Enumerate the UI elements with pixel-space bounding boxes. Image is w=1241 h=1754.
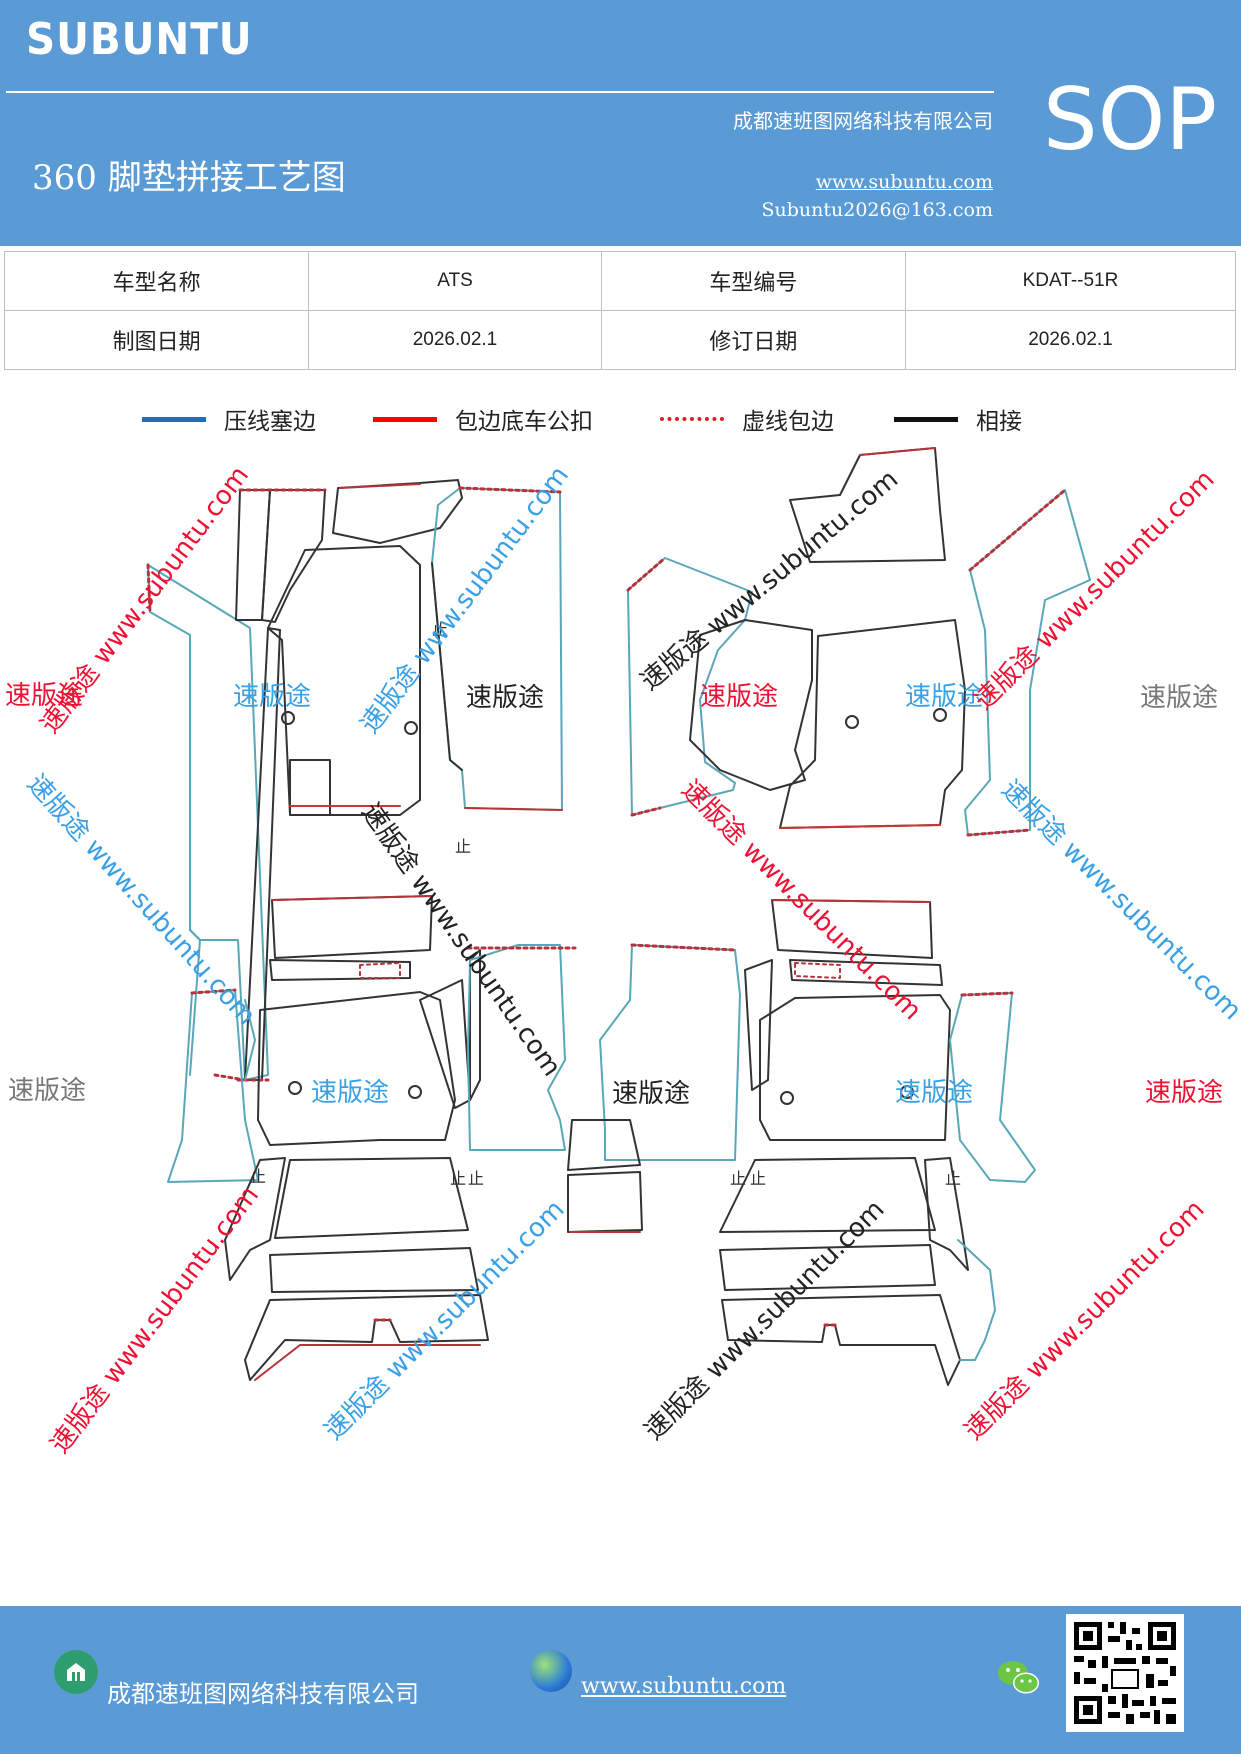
sop-label: SOP bbox=[1043, 70, 1218, 170]
globe-icon bbox=[530, 1650, 572, 1692]
model-number-label: 车型编号 bbox=[600, 251, 906, 311]
legend-label: 相接 bbox=[976, 409, 1022, 435]
floor-mat-diagram: 止 止 止 止 止 止 止 止 速版途 速版途 速版途 速版途 速版途 速版途 … bbox=[0, 440, 1241, 1580]
table-row: 制图日期 2026.02.1 修订日期 2026.02.1 bbox=[3, 310, 1237, 370]
website-link[interactable]: www.subuntu.com bbox=[815, 171, 993, 193]
watermark-brand: 速版途 bbox=[905, 682, 984, 712]
company-icon bbox=[54, 1650, 98, 1694]
wechat-icon bbox=[996, 1658, 1042, 1702]
rear-right-mat bbox=[719, 899, 1036, 1386]
brand-logo: SUBUNTU bbox=[26, 14, 253, 65]
stop-mark: 止 bbox=[455, 837, 471, 856]
stop-mark: 止 bbox=[730, 1169, 746, 1188]
stop-mark: 止 bbox=[250, 1167, 266, 1186]
revision-date-value: 2026.02.1 bbox=[904, 310, 1237, 370]
watermark-brand: 速版途 bbox=[466, 683, 545, 713]
legend-swatch bbox=[142, 416, 206, 422]
watermark-brand: 速版途 bbox=[612, 1079, 691, 1109]
model-number-value: KDAT--51R bbox=[904, 251, 1237, 311]
footer-banner: 成都速班图网络科技有限公司 www.subuntu.com bbox=[0, 1606, 1241, 1754]
legend-item-dotted-wrap: 虚线包边 bbox=[660, 402, 834, 436]
watermark-brand: 速版途 bbox=[5, 681, 84, 711]
footer-company-name: 成都速班图网络科技有限公司 bbox=[107, 1680, 419, 1708]
watermark-brand: 速版途 bbox=[895, 1078, 974, 1108]
legend-item-wrap-edge: 包边底车公扣 bbox=[373, 402, 593, 436]
document-title: 360 脚垫拼接工艺图 bbox=[32, 158, 346, 198]
legend-item-press-line: 压线塞边 bbox=[142, 402, 316, 436]
rear-center-mat bbox=[567, 943, 741, 1233]
stop-mark: 止 bbox=[432, 620, 448, 639]
legend-swatch bbox=[660, 417, 724, 421]
draw-date-value: 2026.02.1 bbox=[308, 310, 602, 370]
legend-swatch bbox=[894, 416, 958, 422]
qr-code[interactable] bbox=[1066, 1614, 1184, 1732]
header-divider bbox=[6, 91, 994, 93]
stop-mark: 止 bbox=[945, 1169, 961, 1188]
watermark-brand: 速版途 bbox=[8, 1076, 87, 1106]
email-address: Subuntu2026@163.com bbox=[761, 199, 993, 221]
legend-label: 包边底车公扣 bbox=[455, 409, 593, 435]
header-banner: SUBUNTU 成都速班图网络科技有限公司 360 脚垫拼接工艺图 SOP ww… bbox=[0, 0, 1241, 246]
watermark-brand: 速版途 bbox=[1140, 683, 1219, 713]
watermark-brand: 速版途 bbox=[233, 682, 312, 712]
stop-mark: 止 bbox=[450, 1169, 466, 1188]
model-name-value: ATS bbox=[308, 251, 602, 311]
watermark-brand: 速版途 bbox=[311, 1078, 390, 1108]
watermark-brand: 速版途 bbox=[700, 682, 779, 712]
revision-date-label: 修订日期 bbox=[600, 310, 906, 370]
stop-mark: 止 bbox=[468, 1169, 484, 1188]
front-right-mat bbox=[626, 447, 1091, 837]
watermark-brand: 速版途 bbox=[1145, 1078, 1224, 1108]
legend-swatch bbox=[373, 416, 437, 422]
footer-website-link[interactable]: www.subuntu.com bbox=[581, 1674, 787, 1699]
front-left-mat bbox=[146, 479, 563, 1082]
pattern-pieces: 止 止 止 止 止 止 止 止 bbox=[146, 447, 1091, 1386]
stop-marks: 止 止 止 止 止 止 止 止 bbox=[250, 620, 961, 1188]
legend-item-joined: 相接 bbox=[894, 402, 1022, 436]
legend-label: 压线塞边 bbox=[224, 409, 316, 435]
stop-mark: 止 bbox=[750, 1169, 766, 1188]
draw-date-label: 制图日期 bbox=[3, 310, 310, 370]
legend-label: 虚线包边 bbox=[742, 409, 834, 435]
rear-left-mat bbox=[167, 895, 577, 1381]
company-name: 成都速班图网络科技有限公司 bbox=[733, 109, 993, 133]
table-row: 车型名称 ATS 车型编号 KDAT--51R bbox=[3, 251, 1237, 311]
vehicle-info-table: 车型名称 ATS 车型编号 KDAT--51R 制图日期 2026.02.1 修… bbox=[3, 251, 1237, 370]
model-name-label: 车型名称 bbox=[3, 251, 310, 311]
